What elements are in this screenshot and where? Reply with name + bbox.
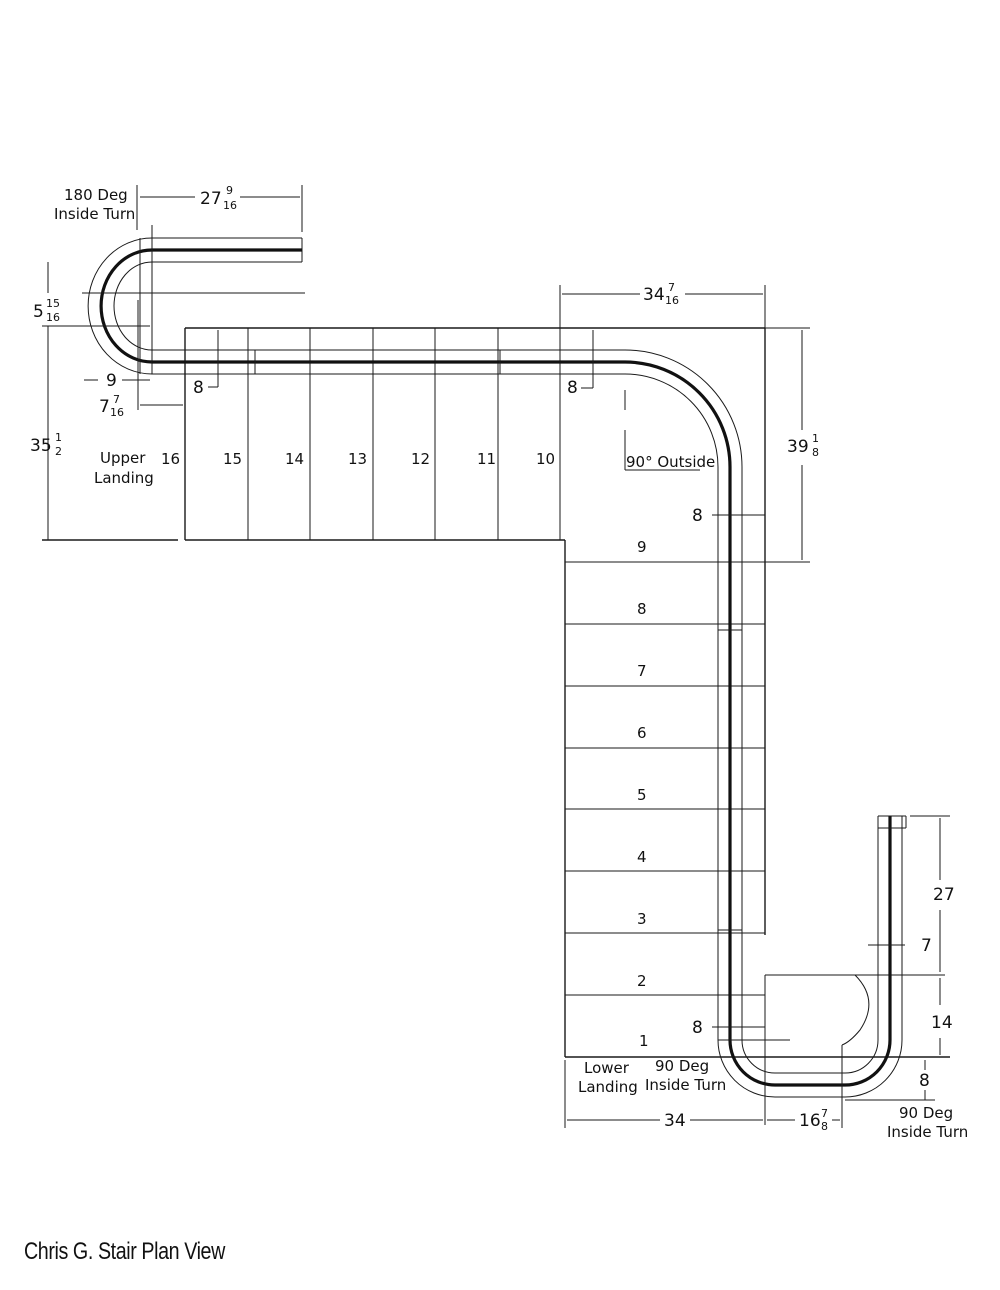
tread-number-9: 9 xyxy=(637,538,647,556)
dim-upper-depth: 35 1 2 xyxy=(30,431,62,458)
tread-number-6: 6 xyxy=(637,724,647,742)
dim-bottom-offset: 16 7 8 xyxy=(799,1107,828,1133)
lower-run-outline xyxy=(564,540,950,1125)
svg-text:35: 35 xyxy=(30,436,52,456)
upper-landing-label-line1: Upper xyxy=(100,449,146,467)
dim-bottom-width: 34 xyxy=(664,1111,686,1131)
right-turn-label-line2: Inside Turn xyxy=(887,1123,968,1141)
dim-eight-d: 8 xyxy=(692,1018,703,1038)
svg-text:16: 16 xyxy=(110,406,124,419)
svg-text:1: 1 xyxy=(55,431,62,444)
svg-text:1: 1 xyxy=(812,432,819,445)
right-turn-label-line1: 90 Deg xyxy=(899,1104,953,1122)
lower-landing-label-line1: Lower xyxy=(584,1059,630,1077)
dim-right-eight: 8 xyxy=(919,1071,930,1091)
svg-text:16: 16 xyxy=(223,199,237,212)
dim-right-height: 27 xyxy=(933,885,955,905)
dim-eight-c: 8 xyxy=(692,506,703,526)
svg-text:2: 2 xyxy=(55,445,62,458)
tread-number-8: 8 xyxy=(637,600,647,618)
svg-text:5: 5 xyxy=(33,302,44,322)
tread-number-5: 5 xyxy=(637,786,647,804)
dim-right-fourteen: 14 xyxy=(931,1013,953,1033)
svg-text:16: 16 xyxy=(665,294,679,307)
outside-turn-label: 90° Outside xyxy=(626,453,715,471)
top-turn-label-line1: 180 Deg xyxy=(64,186,128,204)
svg-text:7: 7 xyxy=(821,1107,828,1120)
svg-text:8: 8 xyxy=(821,1120,828,1133)
tread-number-2: 2 xyxy=(637,972,647,990)
svg-text:16: 16 xyxy=(799,1111,821,1131)
tread-number-12: 12 xyxy=(411,450,430,468)
figure-caption: Chris G. Stair Plan View xyxy=(24,1238,225,1265)
tread-number-11: 11 xyxy=(477,450,496,468)
tread-number-1: 1 xyxy=(639,1032,649,1050)
mid-turn-label-line2: Inside Turn xyxy=(645,1076,726,1094)
upper-run-outline xyxy=(42,327,766,935)
dim-seven: 7 7 16 xyxy=(99,393,124,419)
upper-landing-label-line2: Landing xyxy=(94,469,154,487)
tread-number-13: 13 xyxy=(348,450,367,468)
dim-turn-width: 34 7 16 xyxy=(643,281,679,307)
svg-text:27: 27 xyxy=(200,189,222,209)
tread-number-16: 16 xyxy=(161,450,180,468)
svg-text:15: 15 xyxy=(46,297,60,310)
tread-number-10: 10 xyxy=(536,450,555,468)
svg-text:34: 34 xyxy=(643,285,665,305)
svg-text:39: 39 xyxy=(787,437,809,457)
svg-text:9: 9 xyxy=(226,184,233,197)
top-turn-label-line2: Inside Turn xyxy=(54,205,135,223)
svg-text:7: 7 xyxy=(668,281,675,294)
tread-number-15: 15 xyxy=(223,450,242,468)
tread-number-14: 14 xyxy=(285,450,304,468)
dimension-lines xyxy=(42,185,950,1128)
tread-number-3: 3 xyxy=(637,910,647,928)
tread-number-7: 7 xyxy=(637,662,647,680)
svg-text:8: 8 xyxy=(812,446,819,459)
dim-eight-b: 8 xyxy=(567,378,578,398)
tread-number-4: 4 xyxy=(637,848,647,866)
dim-nine: 9 xyxy=(106,371,117,391)
svg-text:7: 7 xyxy=(113,393,120,406)
dim-top-offset: 5 15 16 xyxy=(33,297,60,324)
dim-top-width: 27 9 16 xyxy=(200,184,237,212)
dim-right-seven: 7 xyxy=(921,936,932,956)
mid-turn-label-line1: 90 Deg xyxy=(655,1057,709,1075)
handrail xyxy=(87,225,907,1098)
svg-text:16: 16 xyxy=(46,311,60,324)
dim-turn-depth: 39 1 8 xyxy=(787,432,819,459)
lower-landing-label-line2: Landing xyxy=(578,1078,638,1096)
svg-text:7: 7 xyxy=(99,397,110,417)
dim-eight-a: 8 xyxy=(193,378,204,398)
